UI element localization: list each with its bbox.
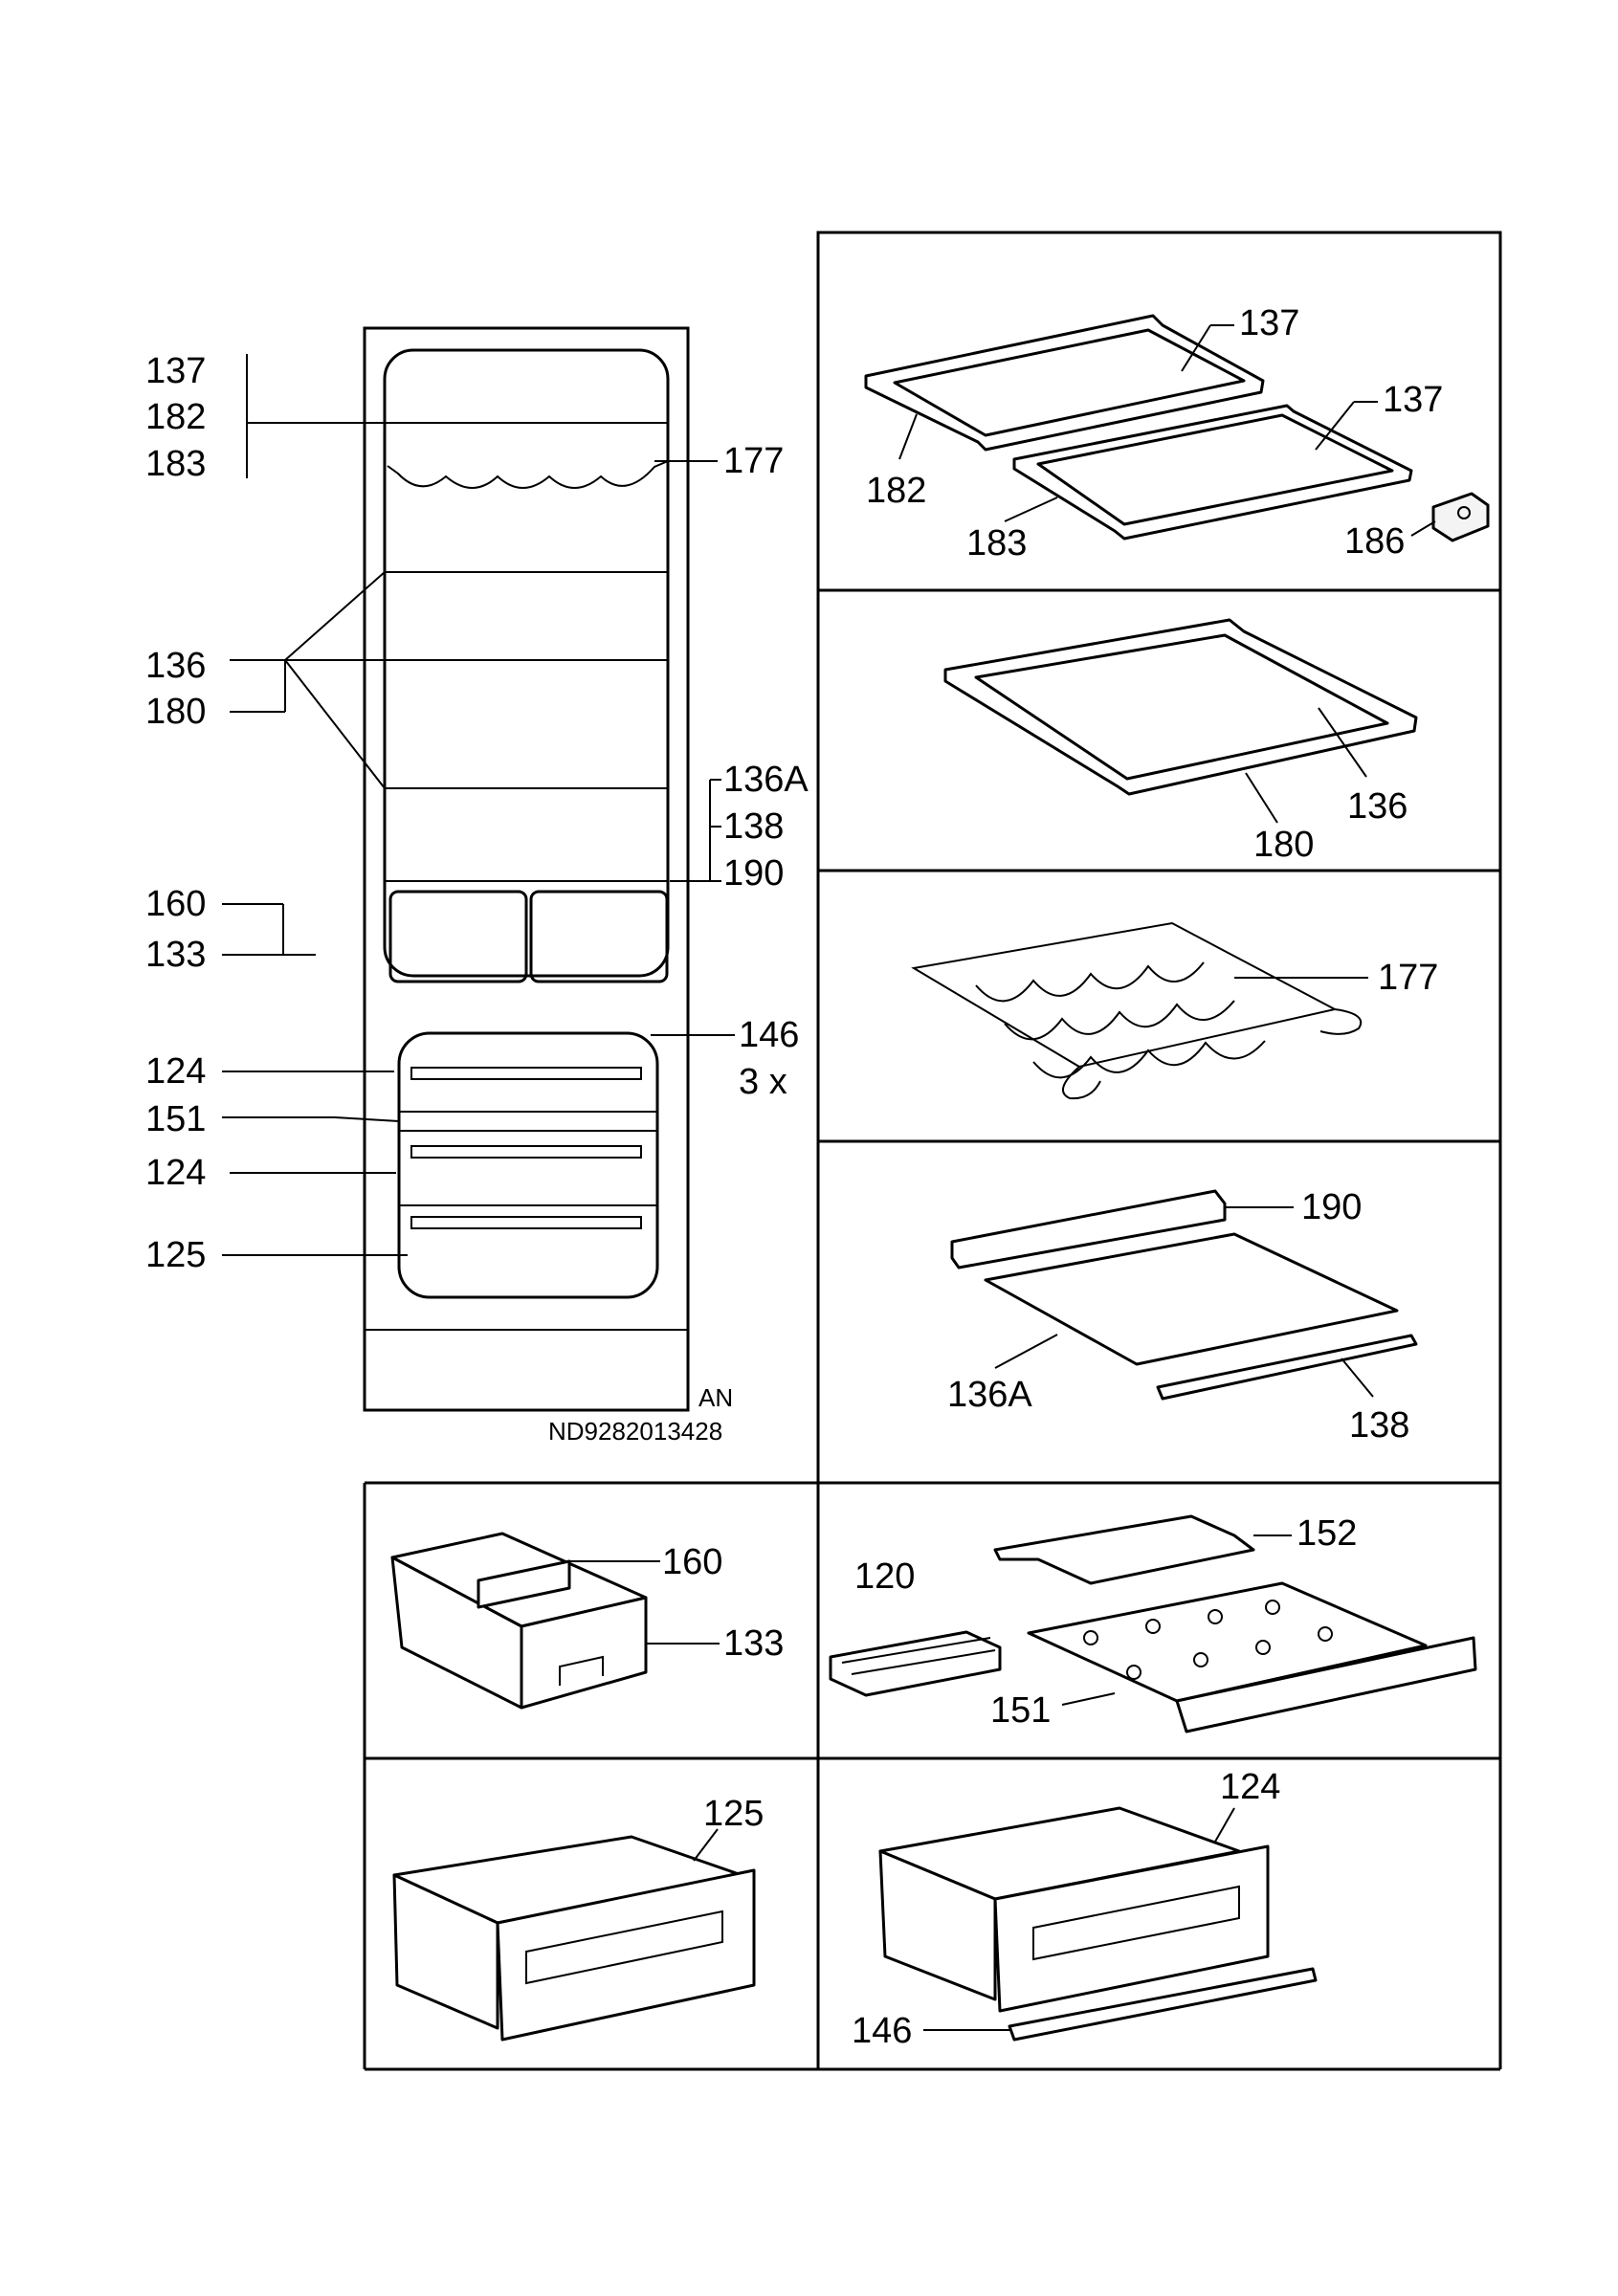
freezer-drawer-front-1 <box>410 1067 642 1080</box>
drawer-125-front <box>496 1868 756 2042</box>
label-190: 190 <box>723 853 784 894</box>
variant-code: AN <box>698 1383 733 1412</box>
p1-label-186: 186 <box>1344 521 1405 562</box>
p8-label-146: 146 <box>852 2011 912 2051</box>
p5-label-133: 133 <box>723 1623 784 1664</box>
label-146: 146 <box>739 1015 799 1055</box>
panel-glass-shelf-middle: 136 180 <box>943 618 1418 865</box>
p8-label-124: 124 <box>1220 1767 1280 1807</box>
fridge-cabinet <box>363 326 690 1412</box>
label-183: 183 <box>145 444 206 484</box>
p4-label-138: 138 <box>1349 1405 1409 1446</box>
p3-label-177: 177 <box>1378 958 1438 998</box>
panel-glass-shelves-upper: 137 137 182 183 186 <box>864 303 1490 563</box>
panel-split-shelf: 190 136A 138 <box>947 1187 1418 1446</box>
wine-rack-177-frame <box>911 921 1338 1069</box>
divider-160 <box>477 1559 571 1609</box>
shelf-190-strip <box>950 1189 1227 1269</box>
p6-label-151: 151 <box>990 1690 1051 1731</box>
label-124-top: 124 <box>145 1051 206 1092</box>
label-177: 177 <box>723 441 784 481</box>
p7-label-125: 125 <box>703 1794 764 1834</box>
fridge-overview <box>363 326 690 1412</box>
crisper-right <box>529 890 669 983</box>
strip-146 <box>1008 1967 1318 2042</box>
freezer-drawer-front-2 <box>410 1145 642 1159</box>
shelf-136-glass <box>974 633 1389 781</box>
p4-label-190: 190 <box>1301 1187 1362 1227</box>
tray-151-front <box>1175 1636 1477 1733</box>
p1-label-182: 182 <box>866 471 926 511</box>
p2-label-180: 180 <box>1253 825 1314 865</box>
crisper-left <box>388 890 528 983</box>
overview-labels: 137 182 183 177 136 180 136A 138 190 160… <box>145 351 809 1446</box>
freezer-compartment <box>397 1031 659 1299</box>
panel-drawer-124: 124 146 <box>852 1767 1318 2051</box>
drawing-number: ND9282013428 <box>548 1417 722 1446</box>
shelf-136A-glass <box>984 1232 1399 1366</box>
p6-label-152: 152 <box>1297 1513 1357 1554</box>
drawer-125-side <box>392 1873 499 2030</box>
overview-leaders <box>222 354 735 1256</box>
drawer-124-front <box>993 1844 1270 2013</box>
p1-label-183: 183 <box>966 523 1027 563</box>
cover-152 <box>993 1514 1255 1585</box>
label-138: 138 <box>723 806 784 847</box>
wine-rack-line <box>387 460 669 489</box>
drawer-124-side <box>878 1849 997 2001</box>
p5-label-160: 160 <box>662 1542 722 1582</box>
panel-drawer-125: 125 <box>392 1794 764 2042</box>
freezer-drawer-front-3 <box>410 1216 642 1229</box>
p2-label-136: 136 <box>1347 786 1407 827</box>
shelf-137-lower-glass <box>1036 413 1394 526</box>
label-180: 180 <box>145 692 206 732</box>
crisper-133-front <box>520 1596 648 1710</box>
label-136: 136 <box>145 646 206 686</box>
label-137: 137 <box>145 351 206 391</box>
p4-label-136A: 136A <box>947 1375 1032 1415</box>
p6-label-120: 120 <box>854 1556 915 1597</box>
label-124-bottom: 124 <box>145 1153 206 1193</box>
label-133: 133 <box>145 935 206 975</box>
label-151: 151 <box>145 1099 206 1139</box>
label-182: 182 <box>145 397 206 437</box>
label-136A: 136A <box>723 760 809 800</box>
shelf-137-upper-glass <box>893 328 1246 437</box>
panel-crisper-box: 160 133 <box>390 1532 784 1710</box>
p1-label-137-b: 137 <box>1383 380 1443 420</box>
strip-138 <box>1156 1334 1418 1401</box>
label-160: 160 <box>145 884 206 924</box>
p1-label-137-a: 137 <box>1239 303 1299 343</box>
panel-grid <box>363 231 1502 2071</box>
label-3x: 3 x <box>739 1062 787 1102</box>
panel-freezer-accessories: 152 120 151 <box>829 1513 1477 1733</box>
panel-wine-rack: 177 <box>911 921 1438 1100</box>
label-125: 125 <box>145 1235 206 1275</box>
